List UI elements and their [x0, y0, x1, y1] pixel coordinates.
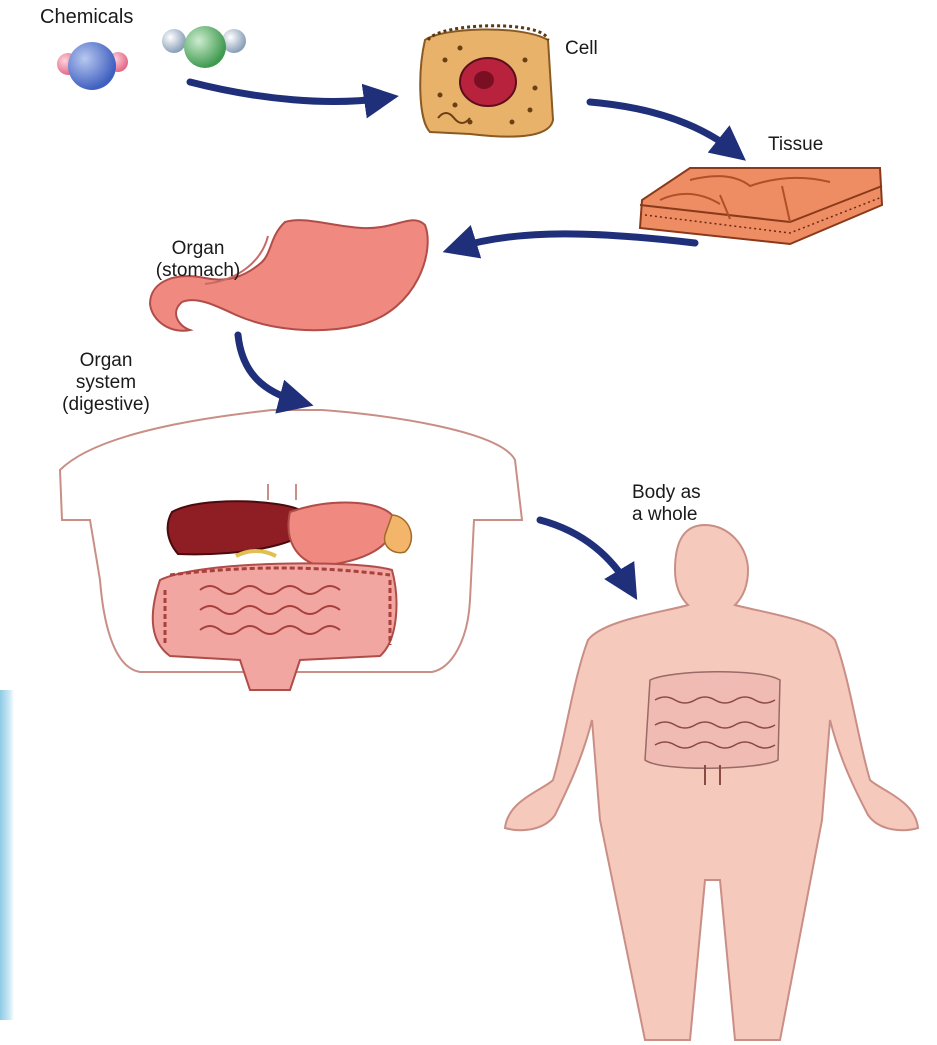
- arrow-icon: [238, 335, 300, 402]
- organ-system-label-line1: Organ: [6, 350, 206, 372]
- chemicals-label: Chemicals: [40, 6, 133, 28]
- body-label-line2: a whole: [632, 504, 701, 526]
- body-label-line1: Body as: [632, 482, 701, 504]
- tissue-label: Tissue: [768, 134, 823, 156]
- human-body-icon: [505, 525, 918, 1040]
- organ-system-label-line2: system: [6, 372, 206, 394]
- cell-icon: [420, 26, 553, 137]
- tissue-icon: [640, 168, 882, 244]
- molecules-icon: [57, 26, 246, 90]
- organ-system-label-line3: (digestive): [6, 394, 206, 416]
- organ-label-line1: Organ: [128, 238, 268, 260]
- cell-label: Cell: [565, 38, 598, 60]
- organ-label-line2: (stomach): [128, 260, 268, 282]
- arrow-icon: [456, 234, 695, 248]
- body-label: Body as a whole: [632, 482, 701, 526]
- arrow-icon: [540, 520, 630, 588]
- arrow-icon: [190, 82, 385, 101]
- organ-label: Organ (stomach): [128, 238, 268, 282]
- digestive-system-icon: [60, 410, 522, 690]
- arrow-icon: [590, 102, 735, 152]
- organ-system-label: Organ system (digestive): [6, 350, 206, 416]
